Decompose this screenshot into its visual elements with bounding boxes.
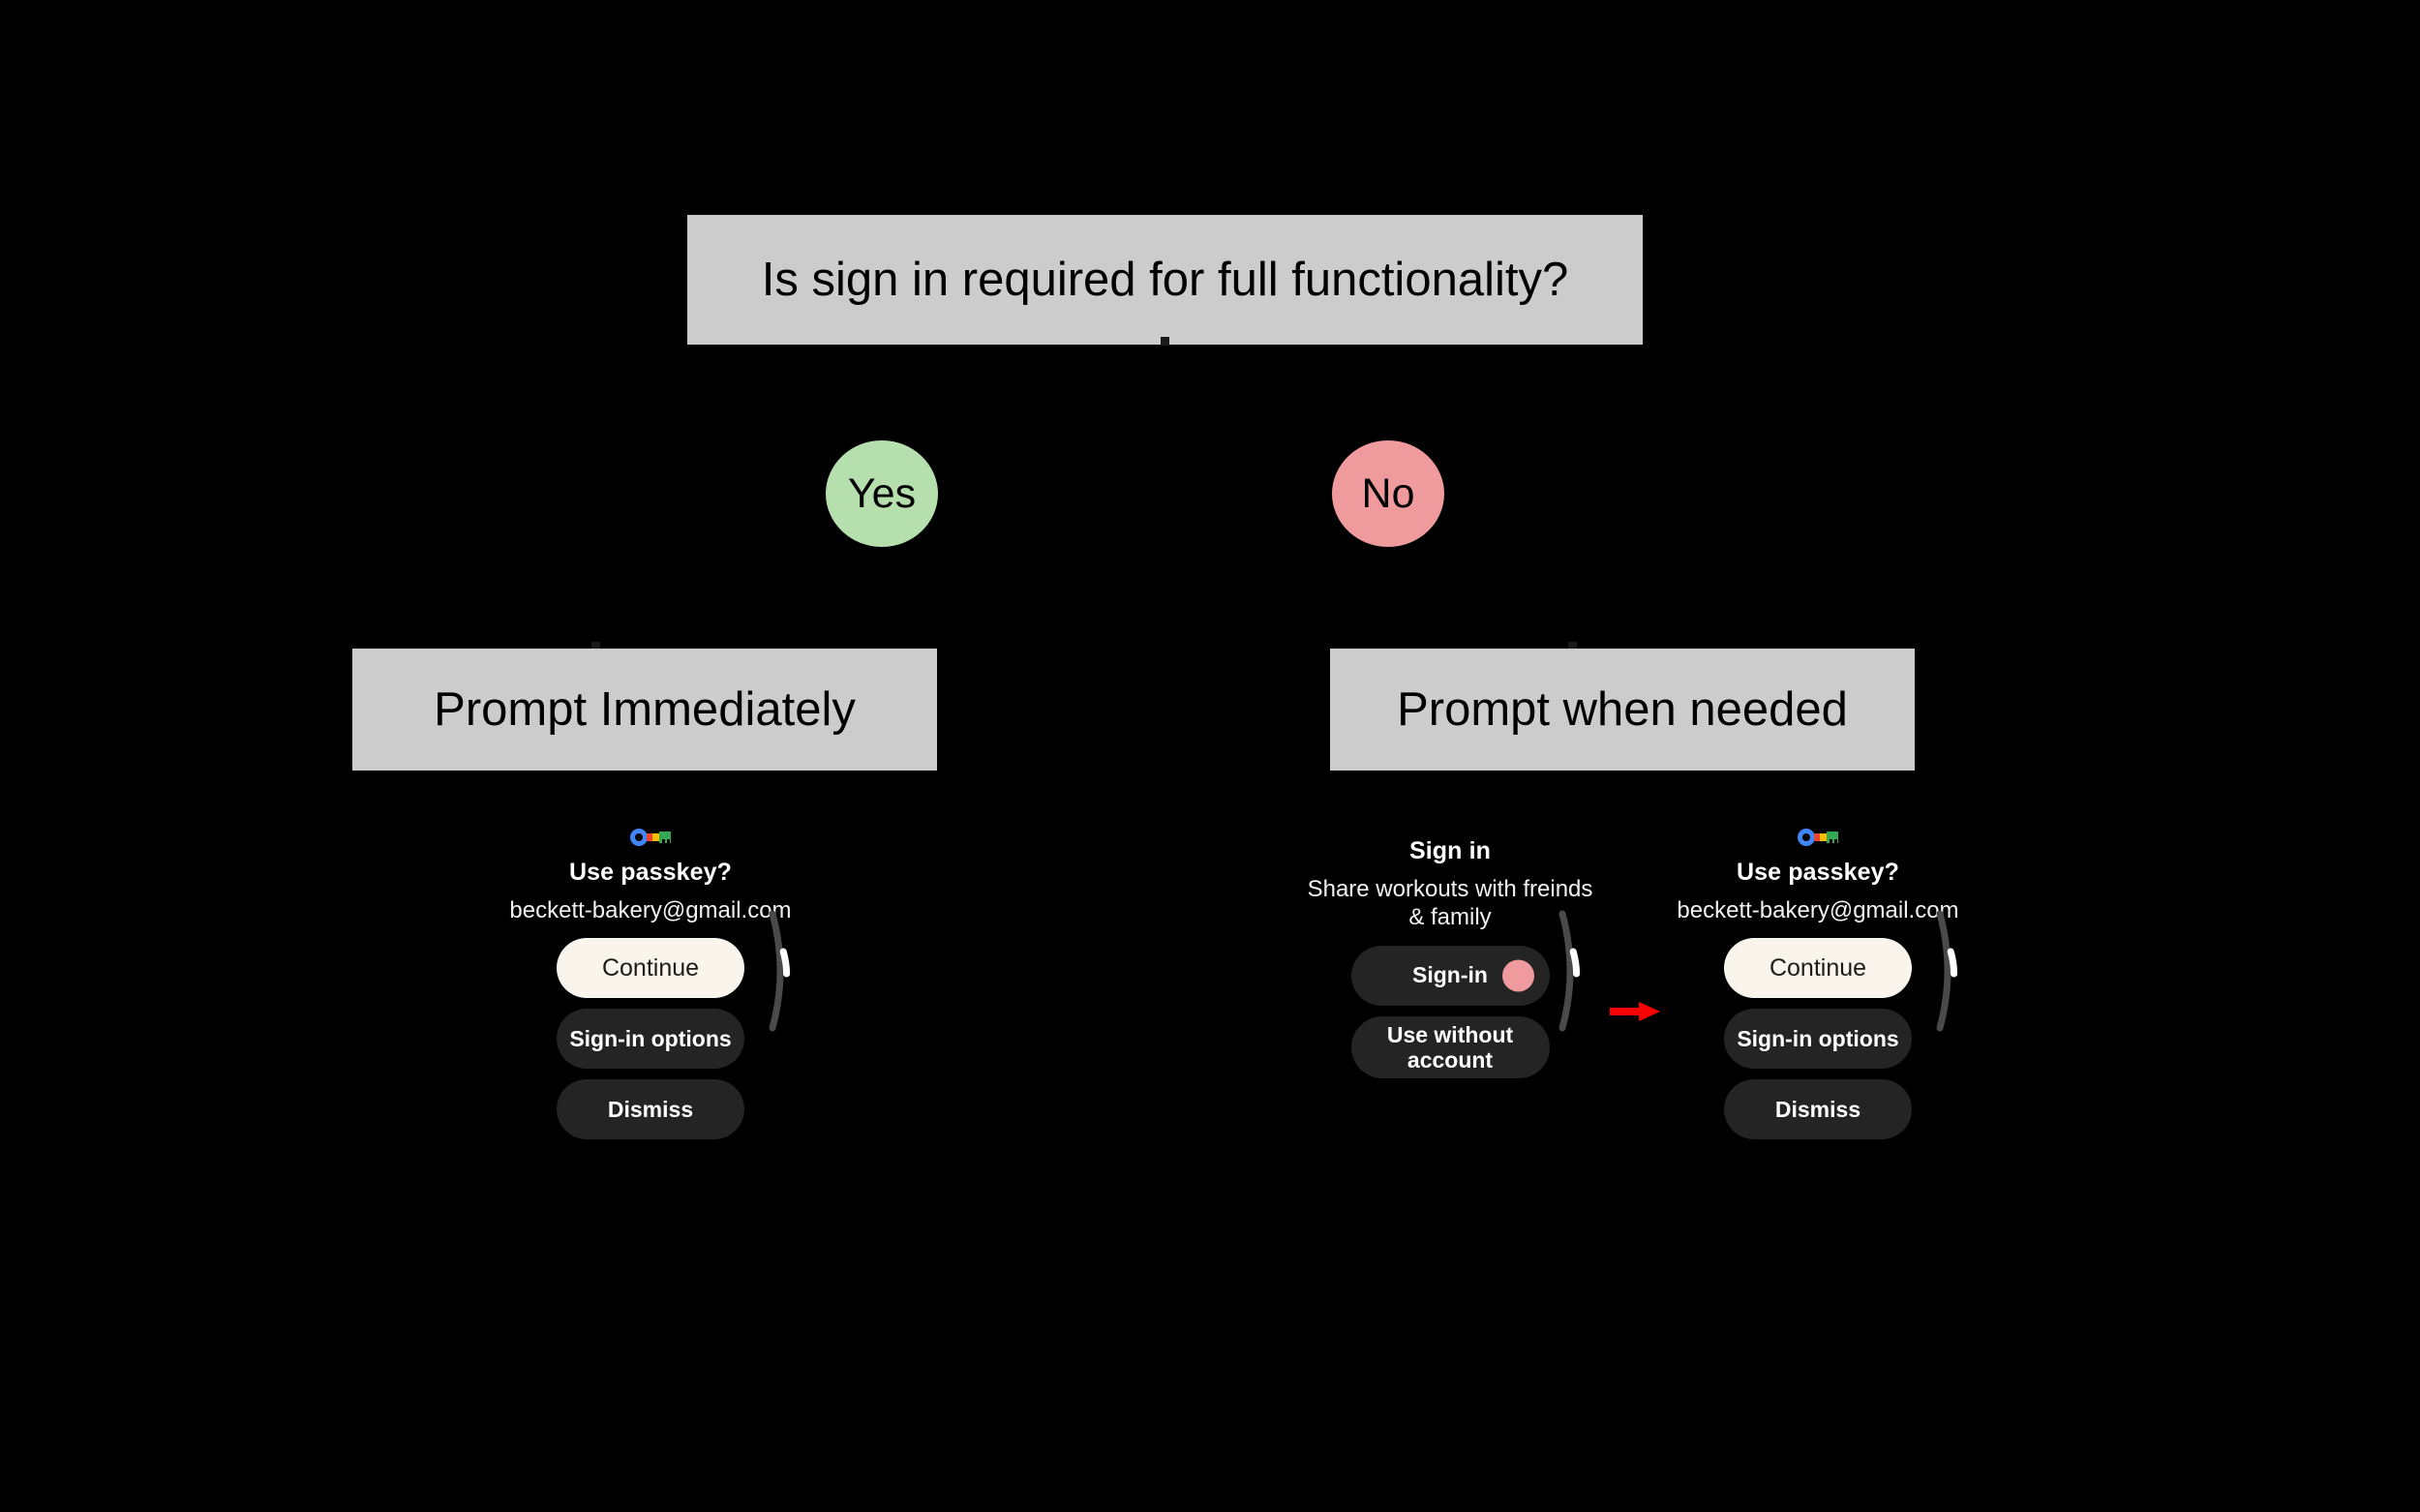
flow-node-prompt-when-needed: Prompt when needed bbox=[1330, 649, 1915, 771]
pink-dot-indicator bbox=[1501, 959, 1534, 992]
watch-right-title: Use passkey? bbox=[1737, 859, 1899, 886]
watch-middle-subtitle: Share workouts with freinds & family bbox=[1307, 876, 1593, 931]
continue-button[interactable]: Continue bbox=[557, 938, 744, 999]
watch-middle-title: Sign in bbox=[1408, 837, 1492, 864]
dismiss-button[interactable]: Dismiss bbox=[557, 1079, 744, 1140]
watch-mock-right: Use passkey? beckett-bakery@gmail.com Co… bbox=[1649, 801, 1987, 1305]
watch-mock-middle: Sign in Share workouts with freinds & fa… bbox=[1295, 801, 1605, 1305]
sign-in-button-label: Sign-in bbox=[1412, 962, 1488, 988]
google-passkey-icon bbox=[630, 827, 671, 848]
dismiss-button[interactable]: Dismiss bbox=[1724, 1079, 1912, 1140]
connector-stub-left bbox=[591, 642, 600, 650]
sign-in-button[interactable]: Sign-in bbox=[1350, 945, 1550, 1006]
watch-left-button-stack: Continue Sign-in options Dismiss bbox=[481, 938, 820, 1150]
google-passkey-icon bbox=[1798, 827, 1838, 848]
flow-node-question: Is sign in required for full functionali… bbox=[687, 215, 1643, 345]
red-annotation-arrow bbox=[1610, 1002, 1660, 1021]
sign-in-options-button[interactable]: Sign-in options bbox=[557, 1009, 744, 1070]
watch-right-button-stack: Continue Sign-in options Dismiss bbox=[1649, 938, 1987, 1150]
continue-button[interactable]: Continue bbox=[1724, 938, 1912, 999]
watch-right-account-email: beckett-bakery@gmail.com bbox=[1677, 897, 1959, 923]
connector-stub-right bbox=[1568, 642, 1577, 650]
connector-stub-top bbox=[1161, 337, 1169, 346]
watch-mock-left: Use passkey? beckett-bakery@gmail.com Co… bbox=[481, 801, 820, 1305]
sign-in-options-button[interactable]: Sign-in options bbox=[1724, 1009, 1912, 1070]
branch-label-no: No bbox=[1332, 440, 1444, 547]
watch-left-title: Use passkey? bbox=[569, 859, 732, 886]
use-without-account-button[interactable]: Use without account bbox=[1350, 1015, 1550, 1079]
branch-label-yes: Yes bbox=[826, 440, 938, 547]
watch-left-account-email: beckett-bakery@gmail.com bbox=[509, 897, 792, 923]
watch-middle-button-stack: Sign-in Use without account bbox=[1295, 945, 1605, 1090]
flow-node-prompt-immediately: Prompt Immediately bbox=[352, 649, 937, 771]
